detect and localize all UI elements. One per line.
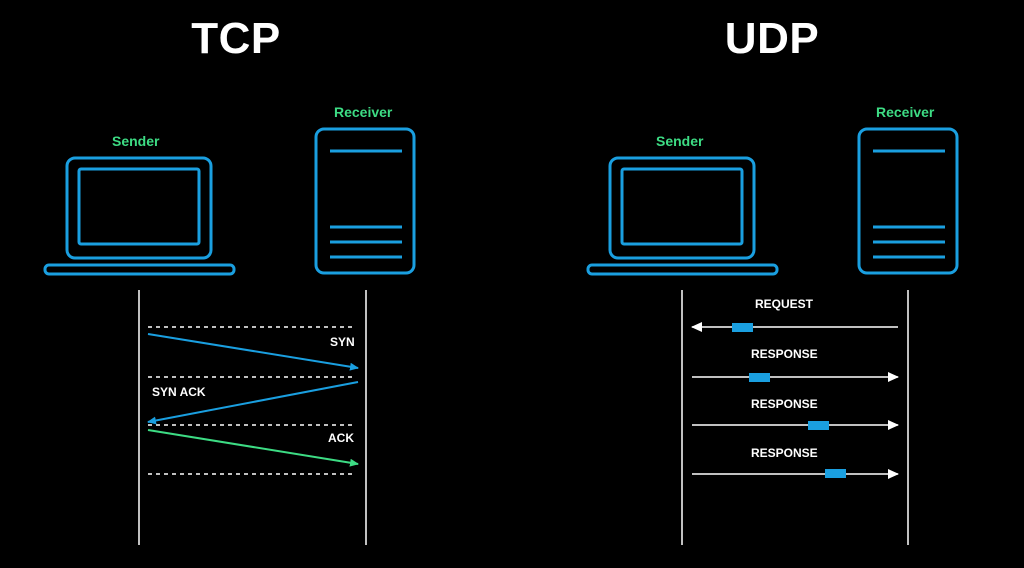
tcp-diagram (43, 127, 416, 545)
udp-sender-label: Sender (656, 133, 704, 149)
syn-arrow (147, 333, 359, 371)
request-packet (732, 323, 753, 332)
response-packet (825, 469, 846, 478)
udp-diagram (586, 127, 959, 545)
response-label: RESPONSE (751, 397, 818, 411)
udp-title: UDP (724, 14, 820, 63)
syn-ack-label: SYN ACK (152, 385, 206, 399)
response-label: RESPONSE (751, 347, 818, 361)
response-packet (749, 373, 770, 382)
server-icon (314, 127, 416, 275)
laptop-icon (43, 156, 236, 276)
response-packet (808, 421, 829, 430)
udp-panel: UDP Sender Receiver (512, 0, 1024, 568)
syn-ack-arrow (147, 381, 359, 425)
tcp-receiver-label: Receiver (334, 104, 393, 120)
response-label: RESPONSE (751, 446, 818, 460)
ack-label: ACK (328, 431, 354, 445)
tcp-title: TCP (191, 14, 281, 63)
tcp-sender-label: Sender (112, 133, 160, 149)
tcp-panel: TCP Sender Receiver (43, 14, 416, 545)
syn-label: SYN (330, 335, 355, 349)
udp-receiver-label: Receiver (876, 104, 935, 120)
ack-arrow (147, 429, 359, 467)
request-label: REQUEST (755, 297, 814, 311)
laptop-icon (586, 156, 779, 276)
server-icon (857, 127, 959, 275)
